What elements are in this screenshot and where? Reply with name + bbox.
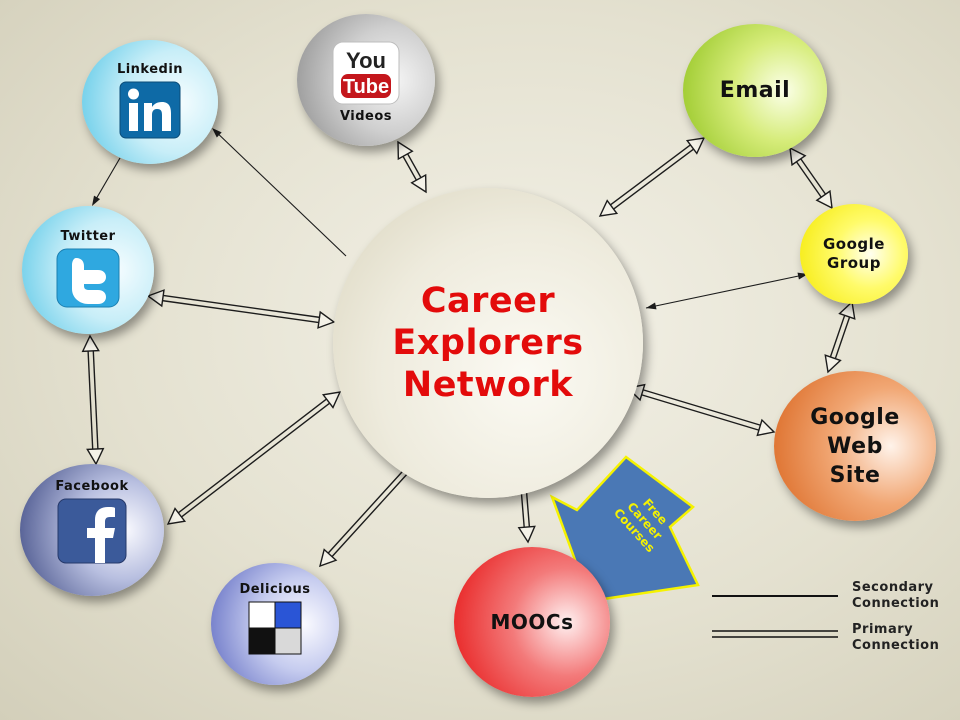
youtube-node[interactable]: You Tube Videos <box>297 14 435 146</box>
delicious-icon <box>248 601 302 654</box>
google-group-label-line1: Google <box>823 235 885 253</box>
google-site-label-line2: Web <box>827 433 883 459</box>
connection-center-google_site <box>626 383 776 437</box>
linkedin-node[interactable]: Linkedin <box>82 40 218 164</box>
legend-secondary-label: Secondary Connection <box>852 580 940 611</box>
center-title-line3: Network <box>402 365 574 405</box>
center-title-line2: Explorers <box>392 323 584 363</box>
connection-center-facebook <box>166 391 342 525</box>
connection-center-youtube <box>397 140 427 194</box>
email-node[interactable]: Email <box>683 24 827 157</box>
connection-center-twitter <box>146 289 336 329</box>
google-site-label-line1: Google <box>810 404 900 430</box>
connection-linkedin-twitter <box>92 157 121 206</box>
google-group-label-line2: Group <box>827 254 881 272</box>
google-web-site-node[interactable]: Google Web Site <box>774 371 936 521</box>
facebook-icon <box>57 498 127 563</box>
google-group-node[interactable]: Google Group <box>800 204 908 304</box>
youtube-icon: You Tube <box>332 41 400 104</box>
moocs-label: MOOCs <box>490 610 574 634</box>
linkedin-icon <box>119 81 181 138</box>
connection-twitter-facebook <box>81 334 105 466</box>
linkedin-label: Linkedin <box>116 61 184 77</box>
delicious-node[interactable]: Delicious <box>211 563 339 685</box>
career-explorers-network-node: Career Explorers Network <box>333 188 643 498</box>
connection-center-email <box>598 137 706 217</box>
youtube-label: Videos <box>339 108 393 124</box>
facebook-label: Facebook <box>55 478 129 494</box>
connection-google_group-google_site <box>824 300 856 374</box>
connection-center-linkedin <box>212 128 347 257</box>
connection-center-google_group <box>645 272 808 310</box>
delicious-label: Delicious <box>239 581 311 597</box>
svg-text:You: You <box>346 48 386 73</box>
free-courses-callout <box>549 455 700 603</box>
legend-primary-label: Primary Connection <box>852 622 940 653</box>
moocs-node[interactable]: MOOCs <box>454 547 610 697</box>
svg-text:Tube: Tube <box>343 76 389 98</box>
email-label: Email <box>719 78 791 103</box>
connection-email-google_group <box>789 146 833 210</box>
google-site-label-line3: Site <box>829 462 881 488</box>
twitter-label: Twitter <box>60 228 116 244</box>
center-title-line1: Career <box>420 281 556 321</box>
facebook-node[interactable]: Facebook <box>20 464 164 596</box>
twitter-icon <box>56 248 120 307</box>
twitter-node[interactable]: Twitter <box>22 206 154 334</box>
